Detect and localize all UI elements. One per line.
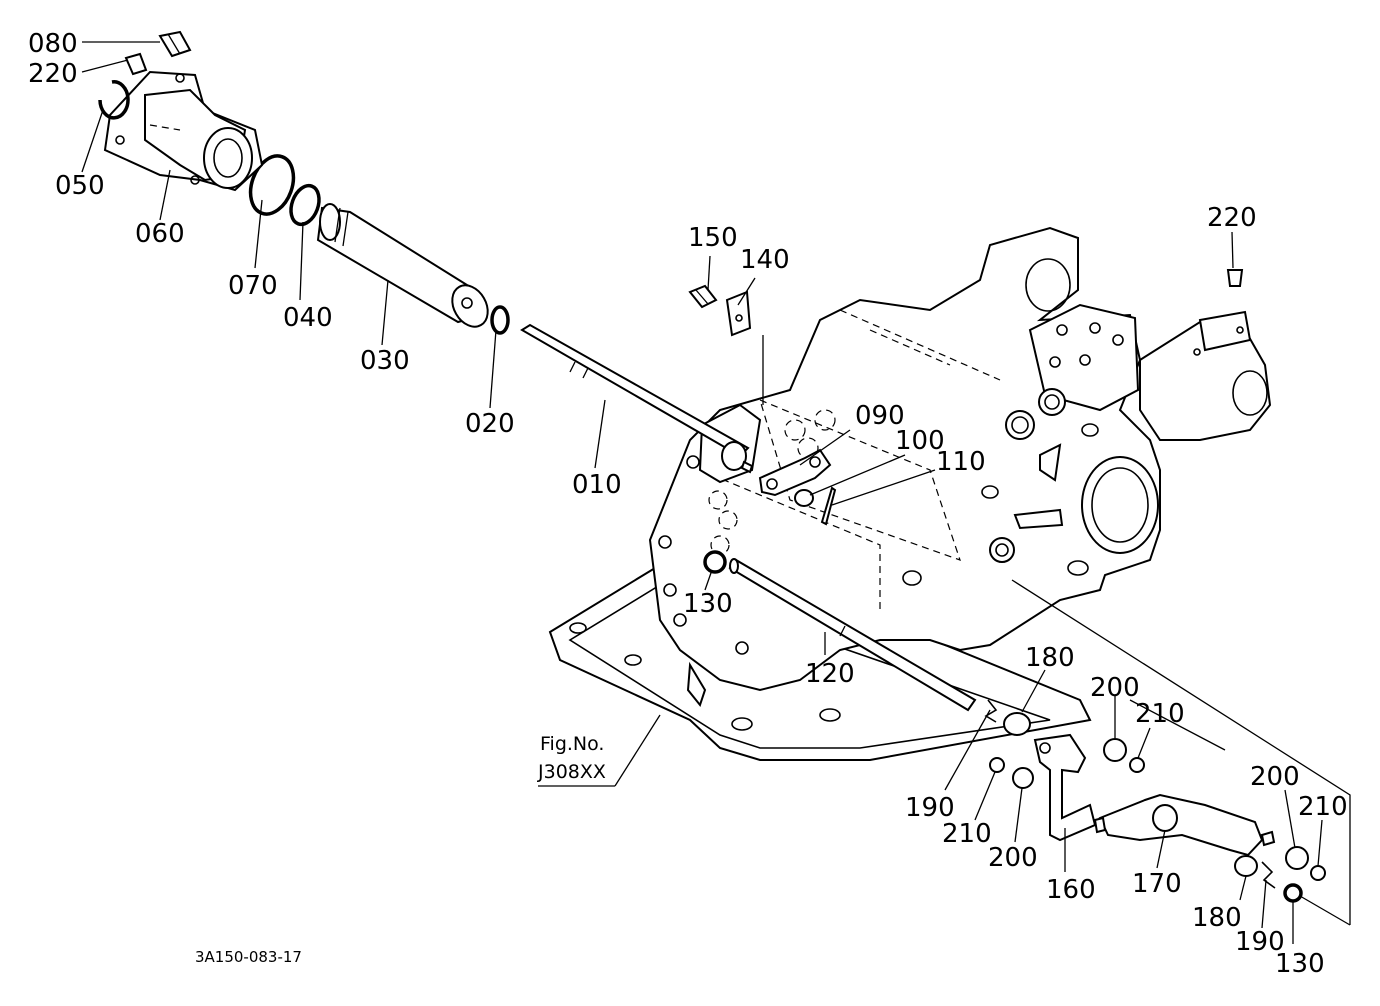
callout-080: 080 xyxy=(28,29,78,59)
figure-reference: Fig.No. J308XX xyxy=(537,733,606,783)
fig-number: J308XX xyxy=(537,761,606,783)
part-180-washer-b xyxy=(1234,855,1258,877)
part-070-o-ring xyxy=(248,154,296,216)
callout-200: 200 xyxy=(1090,673,1140,703)
part-210-seal-c xyxy=(1310,865,1326,881)
part-210-seal-b xyxy=(989,757,1005,773)
part-210-seal-a xyxy=(1129,757,1145,773)
callout-180: 180 xyxy=(1025,643,1075,673)
part-220-bolt-b xyxy=(1226,269,1244,287)
callout-040: 040 xyxy=(283,303,333,333)
leader-lines xyxy=(81,41,1351,944)
part-190-clip-b xyxy=(1261,861,1276,889)
callout-160: 160 xyxy=(1046,875,1096,905)
part-180-washer-a xyxy=(1003,712,1031,736)
callout-090: 090 xyxy=(855,401,905,431)
part-200-bushing-a xyxy=(1103,738,1127,762)
callout-210: 210 xyxy=(1298,792,1348,822)
part-140-bracket xyxy=(725,290,752,337)
part-130-o-ring-b xyxy=(1283,883,1303,903)
part-010-lift-shaft xyxy=(520,323,754,474)
callout-200: 200 xyxy=(1250,762,1300,792)
part-030-sleeve xyxy=(316,203,489,328)
part-040-o-ring xyxy=(289,183,321,227)
part-160-arm xyxy=(1033,733,1097,842)
part-190-clip-a xyxy=(984,699,998,723)
callout-030: 030 xyxy=(360,346,410,376)
callout-140: 140 xyxy=(740,245,790,275)
callout-190: 190 xyxy=(1235,927,1285,957)
part-170-arm xyxy=(1093,793,1276,857)
callout-210: 210 xyxy=(1135,699,1185,729)
callout-210: 210 xyxy=(942,819,992,849)
part-120-shaft xyxy=(728,558,977,712)
callout-220: 220 xyxy=(1207,203,1257,233)
transmission-housing xyxy=(548,226,1272,761)
drawing-code: 3A150-083-17 xyxy=(195,948,302,966)
part-090-lever xyxy=(758,448,832,497)
callout-150: 150 xyxy=(688,223,738,253)
part-100-washer xyxy=(794,489,814,507)
part-060-cylinder-housing xyxy=(103,70,264,192)
part-200-bushing-b xyxy=(1012,767,1034,789)
callout-130: 130 xyxy=(1275,949,1325,979)
callout-130: 130 xyxy=(683,589,733,619)
callout-170: 170 xyxy=(1132,869,1182,899)
callout-labels: 080 220 050 060 070 040 030 020 010 150 … xyxy=(28,29,1348,979)
callout-020: 020 xyxy=(465,409,515,439)
callout-010: 010 xyxy=(572,470,622,500)
callout-120: 120 xyxy=(805,659,855,689)
callout-050: 050 xyxy=(55,171,105,201)
fig-label: Fig.No. xyxy=(540,733,604,755)
callout-220: 220 xyxy=(28,59,78,89)
callout-110: 110 xyxy=(936,447,986,477)
part-200-bushing-c xyxy=(1285,846,1309,870)
part-220-bolt-a xyxy=(124,52,148,76)
callout-060: 060 xyxy=(135,219,185,249)
part-130-o-ring-a xyxy=(703,550,727,574)
part-080-plug xyxy=(158,30,192,58)
part-020-o-ring xyxy=(490,305,510,335)
part-110-pin xyxy=(820,486,837,526)
callout-190: 190 xyxy=(905,793,955,823)
callout-180: 180 xyxy=(1192,903,1242,933)
callout-100: 100 xyxy=(895,426,945,456)
callout-200: 200 xyxy=(988,843,1038,873)
callout-070: 070 xyxy=(228,271,278,301)
part-150-fitting xyxy=(688,284,718,309)
